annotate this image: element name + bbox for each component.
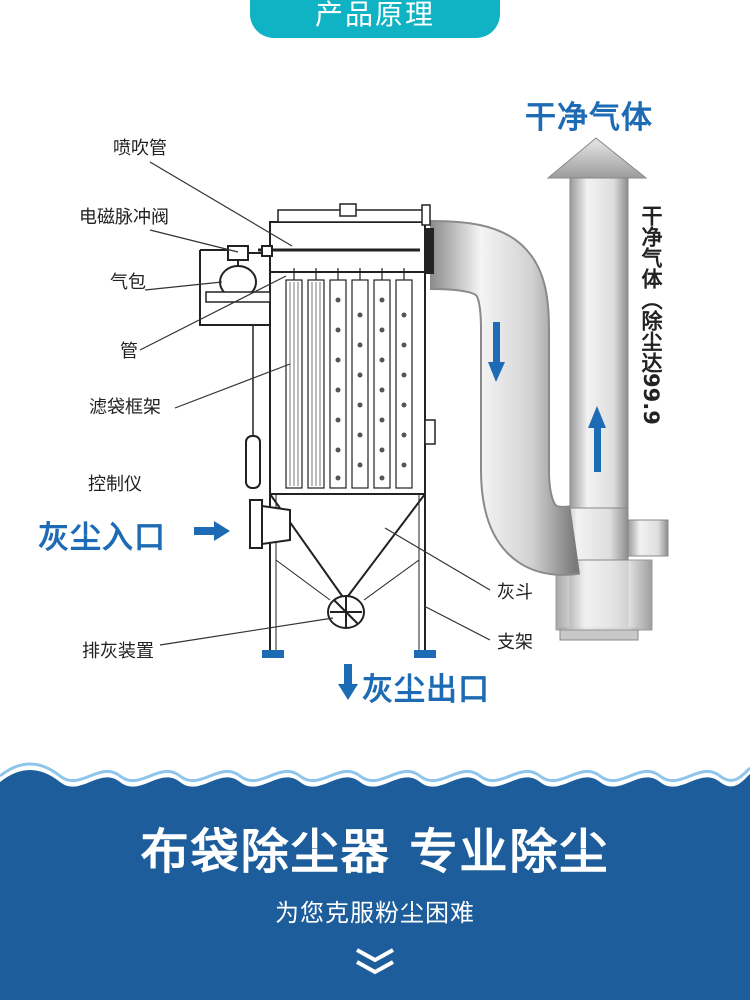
label-spray-pipe: 喷吹管 bbox=[113, 138, 167, 159]
dust-collector-diagram bbox=[139, 137, 669, 700]
down-flow-arrow bbox=[488, 322, 505, 382]
label-bag-frame: 滤袋框架 bbox=[89, 397, 161, 418]
chevron-down-icon bbox=[356, 948, 394, 975]
label-air-bag: 气包 bbox=[110, 272, 146, 293]
wave-banner bbox=[0, 762, 750, 1000]
label-clean-gas: 干净气体 bbox=[525, 100, 653, 136]
banner-subtitle: 为您克服粉尘困难 bbox=[275, 899, 475, 927]
label-pulse-valve: 电磁脉冲阀 bbox=[79, 207, 169, 228]
outlet-arrow bbox=[338, 664, 358, 700]
controller-box bbox=[245, 325, 261, 489]
discharge-valve bbox=[327, 595, 365, 629]
label-discharge: 排灰装置 bbox=[82, 641, 154, 662]
inlet-flange bbox=[249, 499, 291, 549]
air-bag-and-valve bbox=[199, 245, 270, 326]
label-dust-outlet: 灰尘出口 bbox=[362, 672, 490, 708]
label-support: 支架 bbox=[497, 632, 533, 653]
label-pipe: 管 bbox=[120, 341, 138, 362]
label-hopper: 灰斗 bbox=[497, 582, 533, 603]
callout-lines bbox=[139, 161, 491, 646]
header-tab: 产品原理 bbox=[250, 0, 500, 38]
header-title: 产品原理 bbox=[314, 0, 435, 31]
filter-bags bbox=[285, 268, 413, 489]
label-controller: 控制仪 bbox=[88, 474, 142, 495]
up-flow-arrow bbox=[588, 406, 606, 472]
inlet-arrow bbox=[194, 521, 230, 541]
support-bracket bbox=[205, 291, 271, 303]
label-clean-gas-vertical: 干净气体（除尘达99.9 bbox=[639, 205, 663, 425]
label-dust-inlet: 灰尘入口 bbox=[38, 520, 166, 556]
banner-headline: 布袋除尘器 专业除尘 bbox=[140, 824, 610, 880]
